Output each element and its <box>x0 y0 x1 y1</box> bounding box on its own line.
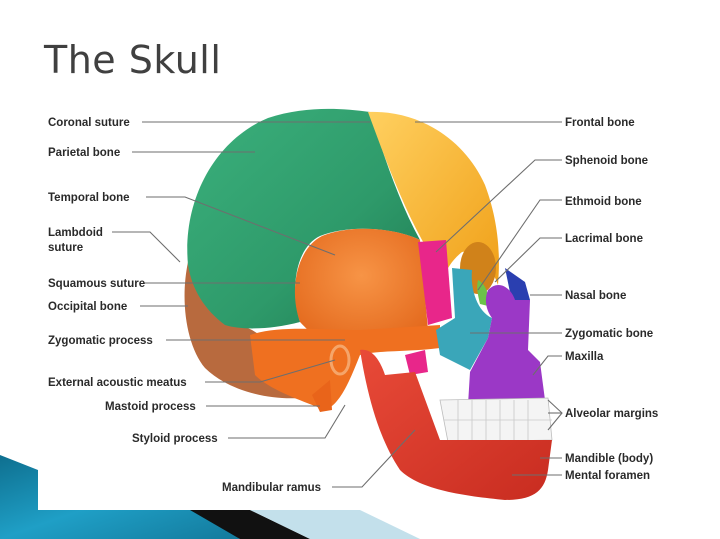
label-zygomatic-process: Zygomatic process <box>48 335 153 347</box>
frontal-bone-region <box>368 111 499 285</box>
label-nasal-bone: Nasal bone <box>565 290 626 302</box>
maxilla-region <box>468 284 545 405</box>
temporal-bone-region <box>294 228 428 347</box>
label-mandibular-ramus: Mandibular ramus <box>222 482 321 494</box>
label-frontal-bone: Frontal bone <box>565 117 635 129</box>
parietal-bone-region <box>187 108 420 329</box>
label-coronal-suture: Coronal suture <box>48 117 130 129</box>
label-occipital-bone: Occipital bone <box>48 301 127 313</box>
label-mental-foramen: Mental foramen <box>565 470 650 482</box>
label-mandible-body: Mandible (body) <box>565 453 653 465</box>
leader-lines-left <box>112 121 416 488</box>
label-ethmoid-bone: Ethmoid bone <box>565 196 642 208</box>
label-temporal-bone: Temporal bone <box>48 192 130 204</box>
label-external-acoustic-meatus: External acoustic meatus <box>48 377 187 389</box>
label-squamous-suture: Squamous suture <box>48 278 145 290</box>
leader-lines-right <box>415 121 563 476</box>
labels-right: Frontal bone Sphenoid bone Ethmoid bone … <box>565 117 658 482</box>
mandible-region <box>360 349 552 500</box>
skull-illustration <box>184 108 553 500</box>
label-mastoid-process: Mastoid process <box>105 401 196 413</box>
mastoid-process-region <box>312 380 332 412</box>
ear-meatus <box>329 344 351 376</box>
slide-decoration <box>0 455 420 539</box>
label-parietal-bone: Parietal bone <box>48 147 120 159</box>
label-lambdoid-line2: suture <box>48 242 83 254</box>
label-maxilla: Maxilla <box>565 351 604 363</box>
label-zygomatic-bone: Zygomatic bone <box>565 328 653 340</box>
temporal-lower-region <box>250 325 440 410</box>
zygomatic-bone-region <box>436 268 492 370</box>
label-styloid-process: Styloid process <box>132 433 218 445</box>
label-alveolar-margins: Alveolar margins <box>565 408 658 420</box>
label-lacrimal-bone: Lacrimal bone <box>565 233 643 245</box>
sphenoid-bone-region <box>418 240 452 325</box>
label-lambdoid-line1: Lambdoid <box>48 227 103 239</box>
labels-left: Coronal suture Parietal bone Temporal bo… <box>48 117 321 494</box>
slide-title: The Skull <box>44 38 222 82</box>
label-sphenoid-bone: Sphenoid bone <box>565 155 648 167</box>
